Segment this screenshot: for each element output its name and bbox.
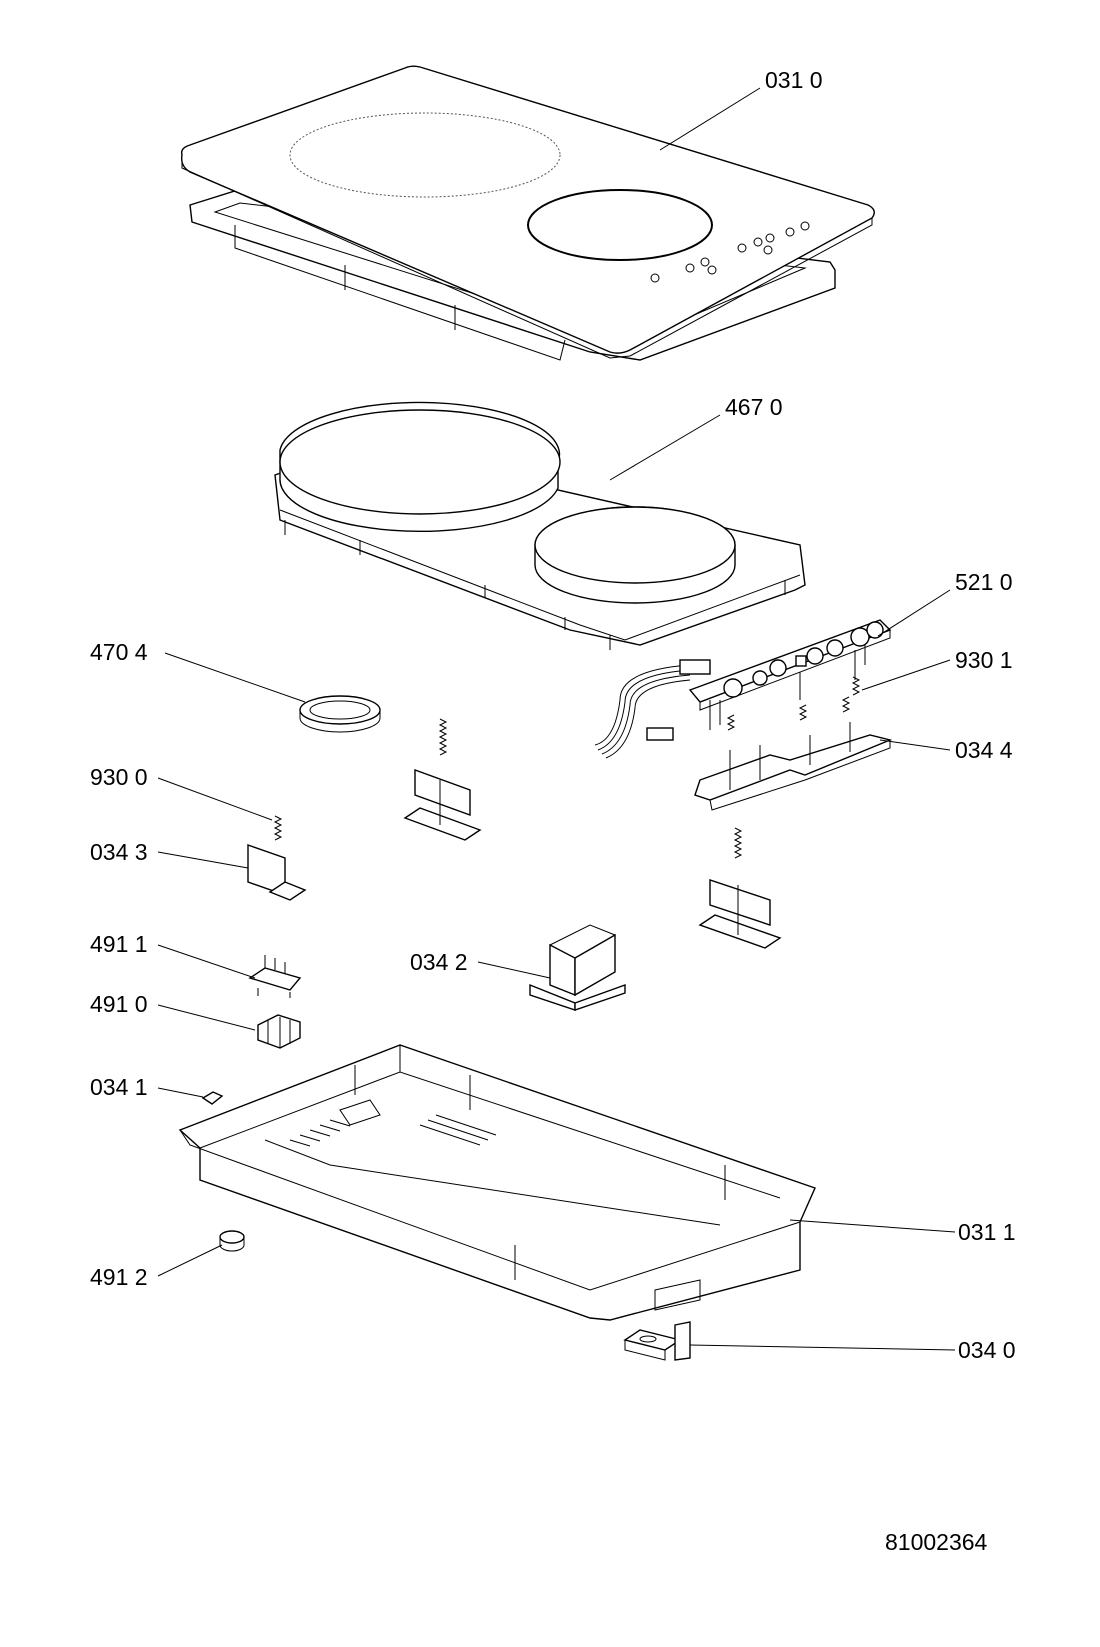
terminal-block-part bbox=[257, 1014, 301, 1049]
callout-label-sealing-ring: 470 4 bbox=[90, 639, 148, 665]
callout-label-foot: 491 2 bbox=[90, 1264, 148, 1290]
callout-label-board-bracket: 034 4 bbox=[955, 737, 1013, 763]
callout-label-terminal-holder: 491 1 bbox=[90, 931, 148, 957]
board-bracket-part bbox=[694, 722, 893, 811]
glass-top-part bbox=[180, 65, 875, 361]
sealing-ring-part bbox=[299, 695, 381, 733]
bottom-tray-part bbox=[178, 1044, 816, 1321]
callout-label-terminal-block: 491 0 bbox=[90, 991, 148, 1017]
callout-label-bottom-tray: 031 1 bbox=[958, 1219, 1016, 1245]
spring-right-part bbox=[726, 676, 861, 731]
document-number: 81002364 bbox=[885, 1529, 988, 1555]
callout-label-glass-top: 031 0 bbox=[765, 67, 823, 93]
foot-part bbox=[219, 1230, 245, 1252]
callout-label-spring-right: 930 1 bbox=[955, 647, 1013, 673]
hob-element-part bbox=[274, 401, 806, 650]
spring-bracket-center-part bbox=[403, 718, 782, 949]
fixing-bracket-part bbox=[623, 1321, 691, 1361]
callout-label-bracket-center: 034 2 bbox=[410, 949, 468, 975]
callout-label-clip: 034 1 bbox=[90, 1074, 148, 1100]
callout-label-bracket-left: 034 3 bbox=[90, 839, 148, 865]
terminal-holder-part bbox=[248, 955, 302, 998]
control-board-part bbox=[594, 619, 892, 759]
bracket-left-part bbox=[247, 844, 307, 901]
callout-label-control-board: 521 0 bbox=[955, 569, 1013, 595]
callout-label-spring-left: 930 0 bbox=[90, 764, 148, 790]
spring-left-part bbox=[273, 815, 283, 841]
callout-label-fixing-bracket: 034 0 bbox=[958, 1337, 1016, 1363]
callout-label-hob-element: 467 0 bbox=[725, 394, 783, 420]
clip-part bbox=[201, 1091, 224, 1105]
bracket-center-part bbox=[529, 924, 626, 1011]
